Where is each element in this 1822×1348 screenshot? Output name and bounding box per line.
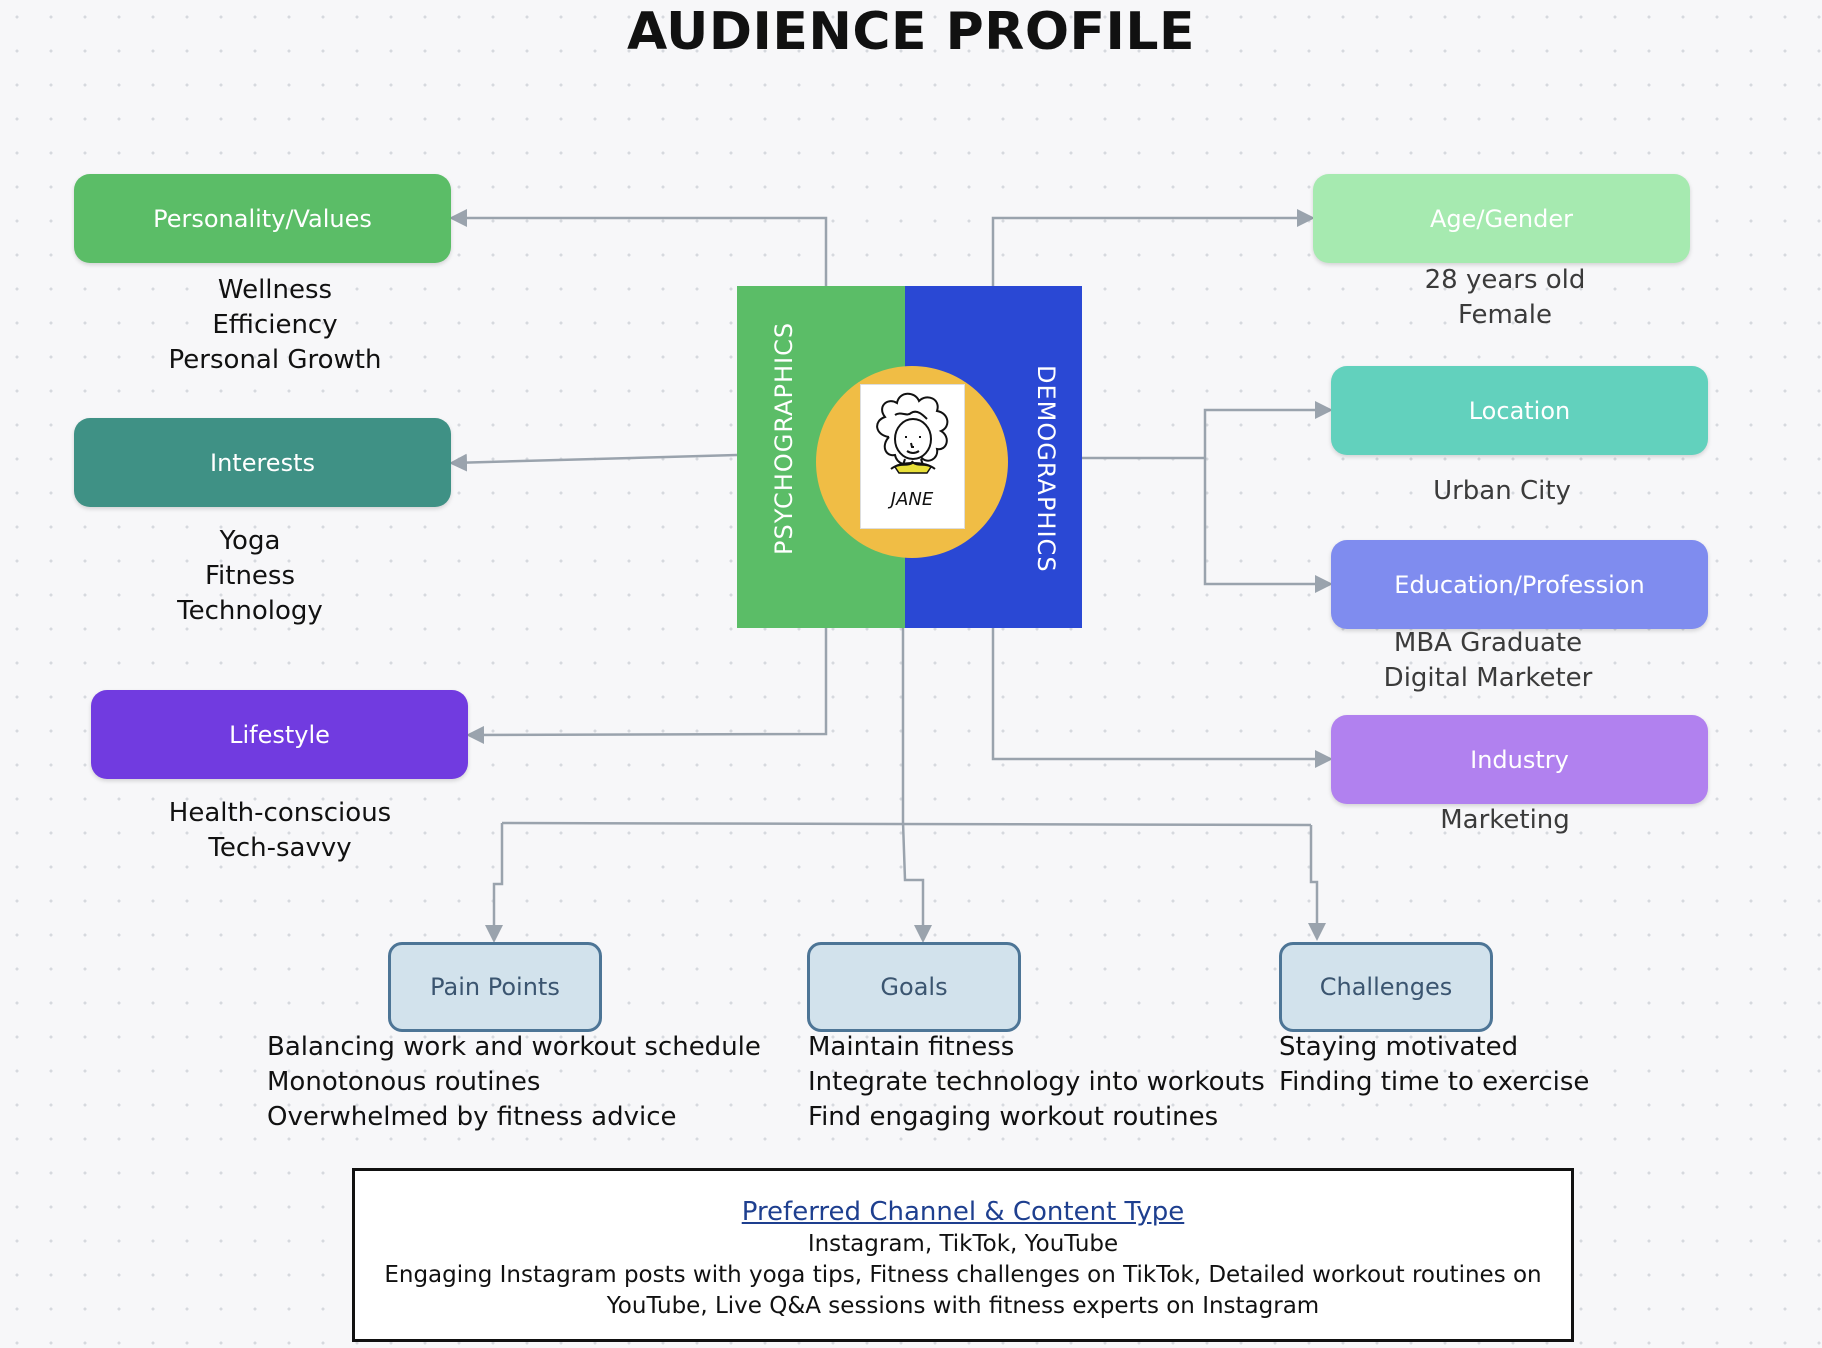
pain-points-details: Balancing work and workout schedule Mono…	[267, 1030, 761, 1135]
detail-line: Marketing	[1440, 805, 1570, 835]
detail-line: Find engaging workout routines	[808, 1102, 1219, 1132]
psychographics-label: PSYCHOGRAPHICS	[770, 321, 798, 555]
detail-line: Tech-savvy	[208, 833, 352, 863]
lifestyle-box[interactable]: Lifestyle	[91, 690, 468, 779]
interests-label: Interests	[210, 448, 315, 477]
avatar-name: JANE	[888, 489, 934, 510]
connector-location	[1082, 401, 1333, 460]
connector-education	[1203, 458, 1333, 593]
pain-points-box[interactable]: Pain Points	[388, 942, 602, 1032]
education-profession-box[interactable]: Education/Profession	[1331, 540, 1708, 629]
avatar: JANE	[860, 384, 965, 529]
detail-line: Integrate technology into workouts	[808, 1067, 1265, 1097]
connector-goals	[901, 821, 932, 943]
industry-box[interactable]: Industry	[1331, 715, 1708, 804]
persona-panel: PSYCHOGRAPHICS DEMOGRAPHICS JANE	[737, 286, 1082, 628]
education-profession-details: MBA Graduate Digital Marketer	[1368, 626, 1608, 696]
detail-line: Maintain fitness	[808, 1032, 1015, 1062]
preferred-channel-box: Preferred Channel & Content Type Instagr…	[352, 1168, 1574, 1342]
location-details: Urban City	[1402, 474, 1602, 509]
detail-line: Overwhelmed by fitness advice	[267, 1102, 677, 1132]
detail-line: Staying motivated	[1279, 1032, 1519, 1062]
page-title: AUDIENCE PROFILE	[626, 2, 1196, 62]
detail-line: Monotonous routines	[267, 1067, 541, 1097]
industry-label: Industry	[1470, 745, 1569, 774]
woman-sketch-icon: JANE	[876, 392, 949, 510]
detail-line: Female	[1457, 300, 1552, 330]
education-profession-label: Education/Profession	[1394, 570, 1645, 599]
industry-details: Marketing	[1405, 803, 1605, 838]
connector-pain-points	[485, 823, 504, 943]
connector-interests	[449, 453, 738, 472]
goals-details: Maintain fitness Integrate technology in…	[808, 1030, 1265, 1135]
connector-industry	[991, 628, 1333, 768]
detail-line: Health-conscious	[168, 798, 392, 828]
connector-lifestyle	[466, 628, 828, 744]
detail-line: Digital Marketer	[1383, 663, 1593, 693]
connector-personality	[449, 209, 828, 286]
location-label: Location	[1468, 396, 1571, 425]
connector-age-gender	[991, 209, 1315, 286]
preferred-channel-title[interactable]: Preferred Channel & Content Type	[741, 1197, 1185, 1227]
goals-box[interactable]: Goals	[807, 942, 1021, 1032]
age-gender-label: Age/Gender	[1430, 204, 1573, 233]
demographics-label: DEMOGRAPHICS	[1032, 365, 1060, 573]
channel-line: Instagram, TikTok, YouTube	[807, 1231, 1119, 1257]
interests-details: Yoga Fitness Technology	[150, 524, 350, 629]
detail-line: 28 years old	[1424, 265, 1586, 295]
pain-points-label: Pain Points	[430, 973, 560, 1001]
personality-values-details: Wellness Efficiency Personal Growth	[150, 273, 400, 378]
channel-line: YouTube, Live Q&A sessions with fitness …	[606, 1293, 1320, 1319]
channel-line: Engaging Instagram posts with yoga tips,…	[384, 1262, 1542, 1288]
personality-values-box[interactable]: Personality/Values	[74, 174, 451, 263]
lifestyle-label: Lifestyle	[229, 720, 330, 749]
challenges-box[interactable]: Challenges	[1279, 942, 1493, 1032]
detail-line: Technology	[177, 596, 323, 626]
personality-values-label: Personality/Values	[153, 204, 372, 233]
detail-line: Finding time to exercise	[1279, 1067, 1590, 1097]
detail-line: Yoga	[219, 526, 281, 556]
age-gender-details: 28 years old Female	[1405, 263, 1605, 333]
age-gender-box[interactable]: Age/Gender	[1313, 174, 1690, 263]
interests-box[interactable]: Interests	[74, 418, 451, 507]
detail-line: Fitness	[204, 561, 296, 591]
goals-label: Goals	[880, 973, 948, 1001]
connector-bottom-bar	[501, 821, 1312, 827]
detail-line: Balancing work and workout schedule	[267, 1032, 761, 1062]
detail-line: Urban City	[1433, 476, 1571, 506]
location-box[interactable]: Location	[1331, 366, 1708, 455]
detail-line: MBA Graduate	[1393, 628, 1583, 658]
lifestyle-details: Health-conscious Tech-savvy	[160, 796, 400, 866]
challenges-details: Staying motivated Finding time to exerci…	[1279, 1030, 1599, 1100]
detail-line: Wellness	[217, 275, 333, 305]
challenges-label: Challenges	[1319, 973, 1453, 1001]
detail-line: Personal Growth	[168, 345, 382, 375]
connector-challenges	[1308, 825, 1326, 941]
detail-line: Efficiency	[212, 310, 338, 340]
